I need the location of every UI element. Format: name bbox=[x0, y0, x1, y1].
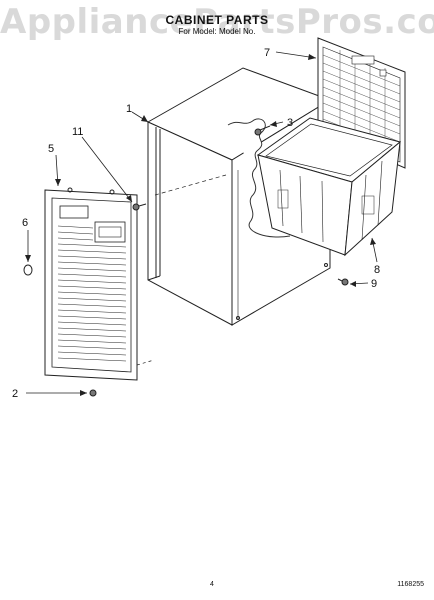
base-pan bbox=[256, 117, 402, 257]
page-number: 4 bbox=[210, 581, 214, 588]
callout-9: 9 bbox=[371, 278, 377, 290]
plug-6 bbox=[23, 264, 33, 276]
leader-lines bbox=[26, 51, 378, 394]
callout-8: 8 bbox=[374, 264, 380, 276]
diagram-subtitle: For Model: Model No. bbox=[178, 27, 256, 36]
arrowheads bbox=[25, 54, 376, 396]
diagram-title: CABINET PARTS bbox=[165, 13, 269, 27]
screw-2 bbox=[89, 389, 97, 397]
callout-2: 2 bbox=[12, 388, 18, 400]
front-grille bbox=[44, 187, 155, 381]
callout-11: 11 bbox=[72, 126, 83, 138]
screw-9 bbox=[337, 278, 349, 286]
screw-3 bbox=[254, 125, 271, 136]
callout-3: 3 bbox=[287, 117, 293, 129]
document-number: 1168255 bbox=[397, 581, 424, 588]
callout-7: 7 bbox=[264, 47, 270, 59]
screw-11 bbox=[132, 203, 147, 211]
callout-1: 1 bbox=[126, 103, 132, 115]
callout-5: 5 bbox=[48, 143, 54, 155]
callout-6: 6 bbox=[22, 217, 28, 229]
callout-labels: 1 2 3 5 6 7 8 9 11 bbox=[12, 47, 380, 400]
